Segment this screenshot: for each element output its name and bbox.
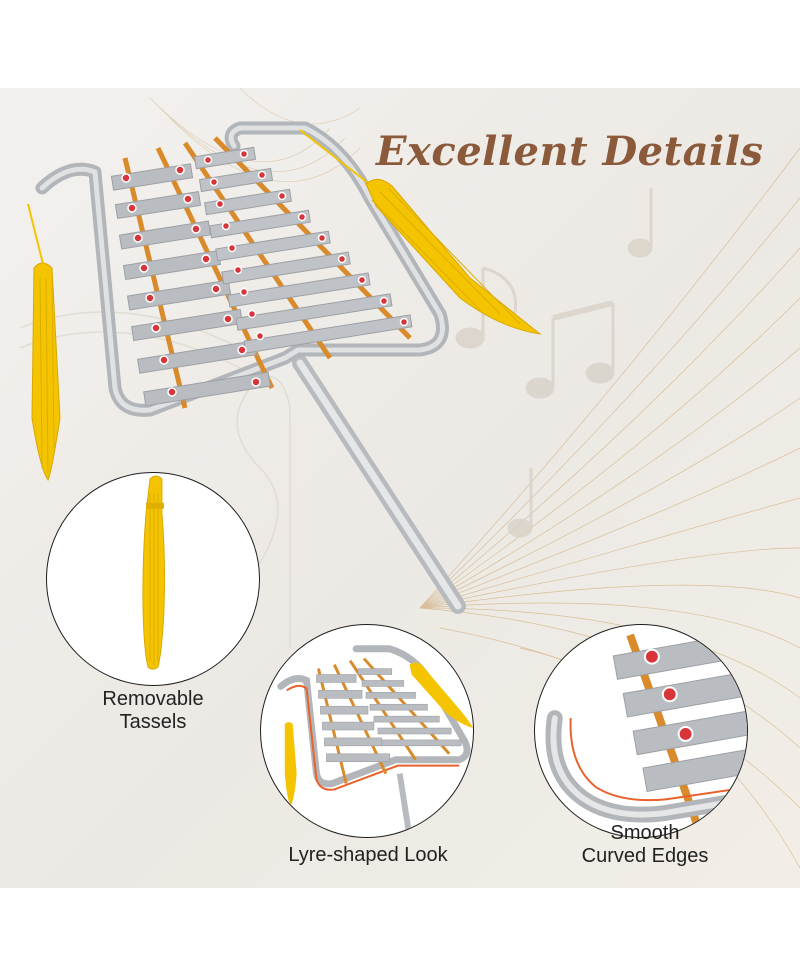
lyre-frame [35,121,449,417]
caption-line: Tassels [119,711,187,733]
tassels-caption: Removable Tassels [58,688,248,734]
tassel-closeup [142,475,166,670]
glockenspiel-illustration [27,121,542,614]
caption-line: Curved Edges [581,845,709,867]
caption-line: Removable [102,688,204,710]
lyre-caption: Lyre-shaped Look [258,844,478,867]
right-tassel [299,129,542,335]
curved-edge-closeup [545,629,747,837]
bar-screws [121,149,409,397]
caption-line: Lyre-shaped Look [288,844,448,866]
lyre-closeup [277,645,473,837]
page-title: Excellent Details [376,128,764,175]
music-notes-icon [455,188,653,538]
product-detail-panel: Excellent Details [0,88,800,888]
edge-detail-circle [534,624,748,838]
caption-line: Smooth [610,822,680,844]
edges-caption: Smooth Curved Edges [540,822,750,868]
left-bars [110,163,271,407]
tassel-detail-circle [46,472,260,686]
handle-rod [292,355,466,614]
lyre-detail-circle [260,624,474,838]
left-tassel [27,203,61,482]
